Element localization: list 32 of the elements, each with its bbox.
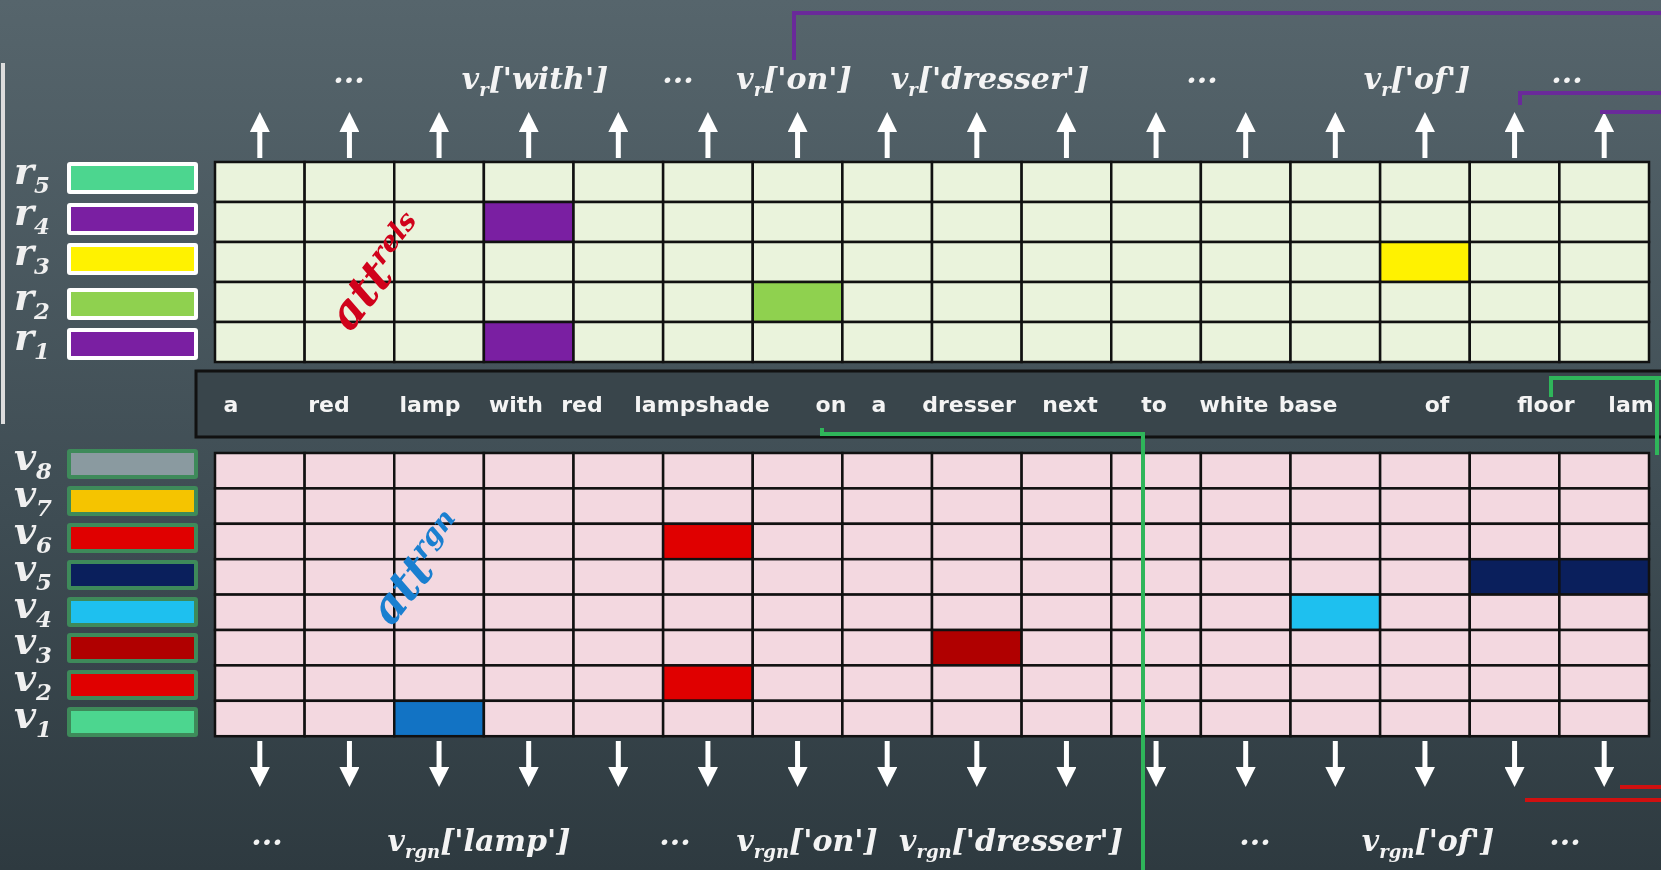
word: base <box>1278 391 1338 417</box>
word: to <box>1141 391 1167 417</box>
vector-label: v$_{rgn}$['of'] <box>1361 822 1495 862</box>
word: on <box>815 391 847 417</box>
word: dresser <box>922 391 1016 417</box>
word: with <box>489 391 543 417</box>
ellipsis: ··· <box>662 62 694 98</box>
vector-label: v$_{rgn}$['dresser'] <box>899 822 1123 862</box>
vector-label: v$_{rgn}$['lamp'] <box>387 822 571 862</box>
word: lam <box>1608 391 1654 417</box>
vector-label: v$_{r}$['dresser'] <box>890 60 1090 100</box>
word: red <box>561 391 603 417</box>
vector-label: v$_{r}$['of'] <box>1363 60 1471 100</box>
word: next <box>1042 391 1098 417</box>
word: lamp <box>399 391 461 417</box>
word: of <box>1424 391 1450 417</box>
vector-label: v$_{r}$['on'] <box>736 60 852 100</box>
ellipsis: ··· <box>251 824 283 860</box>
word: lampshade <box>634 391 770 417</box>
ellipsis: ··· <box>1239 824 1271 860</box>
word: a <box>871 391 887 417</box>
word: white <box>1199 391 1269 417</box>
word: red <box>308 391 350 417</box>
word: a <box>223 391 239 417</box>
ellipsis: ··· <box>333 62 365 98</box>
ellipsis: ··· <box>659 824 691 860</box>
ellipsis: ··· <box>1549 824 1581 860</box>
word: floor <box>1517 391 1575 417</box>
vector-label: v$_{r}$['with'] <box>461 60 609 100</box>
ellipsis: ··· <box>1186 62 1218 98</box>
ellipsis: ··· <box>1551 62 1583 98</box>
vector-label: v$_{rgn}$['on'] <box>736 822 878 862</box>
